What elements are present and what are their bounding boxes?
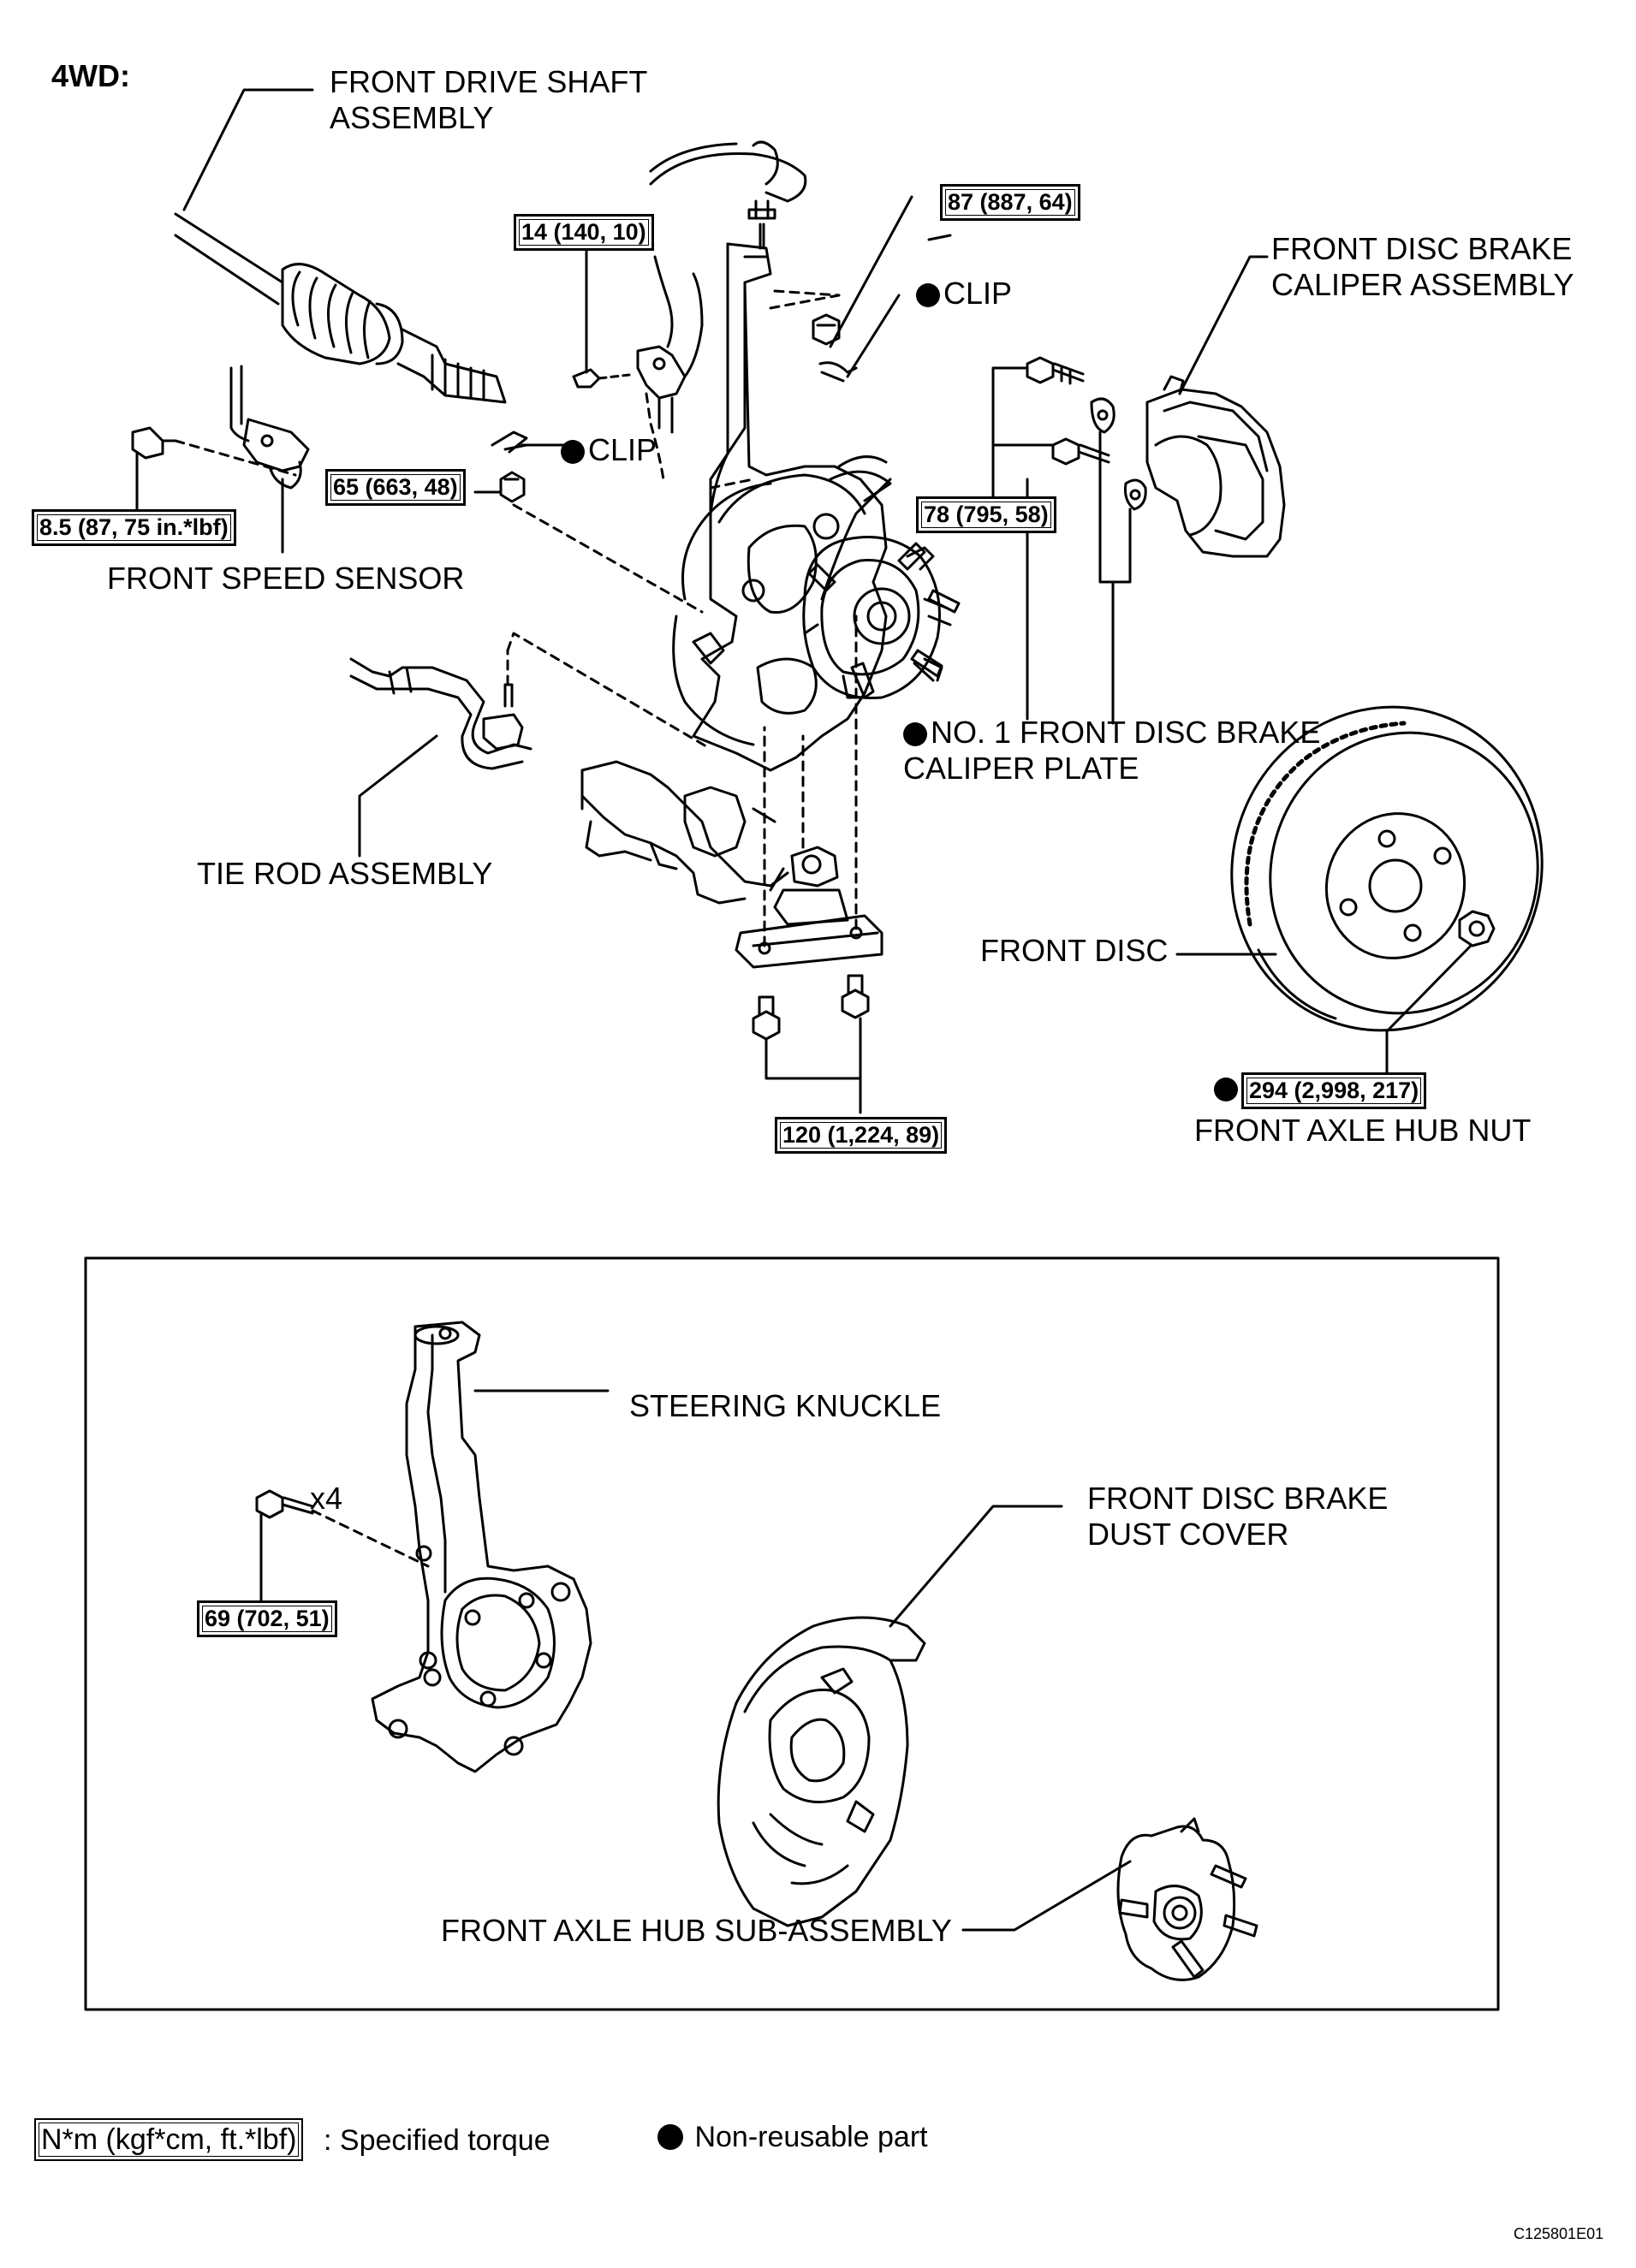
label-front-drive-shaft: FRONT DRIVE SHAFT ASSEMBLY <box>330 64 648 135</box>
label-caliper-plate: NO. 1 FRONT DISC BRAKE CALIPER PLATE <box>903 715 1320 787</box>
non-reusable-dot-icon <box>916 283 940 307</box>
dust-cover-drawing <box>717 1505 1063 1927</box>
figure-code: C125801E01 <box>1514 2225 1604 2242</box>
clip-lower-and-nut-drawing <box>473 430 704 614</box>
label-front-speed-sensor: FRONT SPEED SENSOR <box>107 561 465 596</box>
torque-8-5: 8.5 (87, 75 in.*lbf) <box>32 509 236 546</box>
label-dust-cover: FRONT DISC BRAKE DUST COVER <box>1087 1481 1389 1552</box>
label-clip-lower: CLIP <box>561 432 657 468</box>
label-x4: x4 <box>310 1481 343 1516</box>
label-clip-upper-text: CLIP <box>943 276 1013 311</box>
front-disc-drawing <box>1175 705 1544 1032</box>
legend-torque-text: : Specified torque <box>324 2124 550 2157</box>
torque-120: 120 (1,224, 89) <box>775 1117 948 1154</box>
upper-arm-drawing <box>649 140 807 250</box>
label-caliper-plate-text: NO. 1 FRONT DISC BRAKE CALIPER PLATE <box>903 715 1321 786</box>
label-front-disc: FRONT DISC <box>980 933 1169 968</box>
torque-87: 87 (887, 64) <box>940 184 1080 221</box>
legend-torque-box: N*m (kgf*cm, ft.*lbf) <box>34 2118 304 2161</box>
knuckle-hub-assembly-drawing <box>672 242 961 772</box>
speed-sensor-drawing <box>131 365 310 554</box>
page-title: 4WD: <box>51 58 130 93</box>
steering-knuckle-drawing <box>371 1321 610 1773</box>
label-clip-lower-text: CLIP <box>588 432 657 467</box>
inset-frame <box>84 1256 1500 2011</box>
lower-ball-joint-drawing <box>735 614 883 969</box>
caliper-bolts-drawing <box>991 356 1147 725</box>
non-reusable-dot-icon <box>1214 1078 1238 1101</box>
non-reusable-dot-icon <box>903 722 927 746</box>
torque-294: 294 (2,998, 217) <box>1241 1072 1427 1109</box>
front-drive-shaft-drawing <box>174 88 507 404</box>
legend-nonreusable-text: Non-reusable part <box>694 2121 928 2153</box>
label-clip-upper: CLIP <box>916 276 1012 312</box>
label-caliper-assembly: FRONT DISC BRAKE CALIPER ASSEMBLY <box>1271 231 1574 302</box>
non-reusable-dot-icon <box>561 440 585 464</box>
nut-and-clip-drawing <box>812 195 913 383</box>
torque-78: 78 (795, 58) <box>916 496 1056 533</box>
torque-69: 69 (702, 51) <box>197 1600 337 1637</box>
knuckle-bolt-drawing <box>255 1489 430 1602</box>
label-torque-294 <box>1214 1070 1241 1106</box>
bracket-bolt-drawing <box>572 242 704 481</box>
torque-14: 14 (140, 10) <box>514 214 654 251</box>
torque-65: 65 (663, 48) <box>325 469 466 506</box>
tie-rod-drawing <box>349 632 712 858</box>
caliper-drawing <box>1145 255 1286 558</box>
lower-arm-drawing <box>580 760 789 905</box>
label-front-axle-hub-nut: FRONT AXLE HUB NUT <box>1194 1113 1532 1148</box>
hub-sub-assembly-drawing <box>961 1817 1258 1981</box>
hub-nut-drawing <box>1385 910 1496 1076</box>
label-steering-knuckle: STEERING KNUCKLE <box>629 1388 942 1423</box>
lower-bolts-drawing <box>752 974 870 1114</box>
label-tie-rod: TIE ROD ASSEMBLY <box>197 856 493 891</box>
legend-nonreusable: Non-reusable part <box>657 2119 928 2155</box>
label-hub-sub-assembly: FRONT AXLE HUB SUB-ASSEMBLY <box>441 1913 952 1948</box>
non-reusable-dot-icon <box>657 2124 683 2150</box>
